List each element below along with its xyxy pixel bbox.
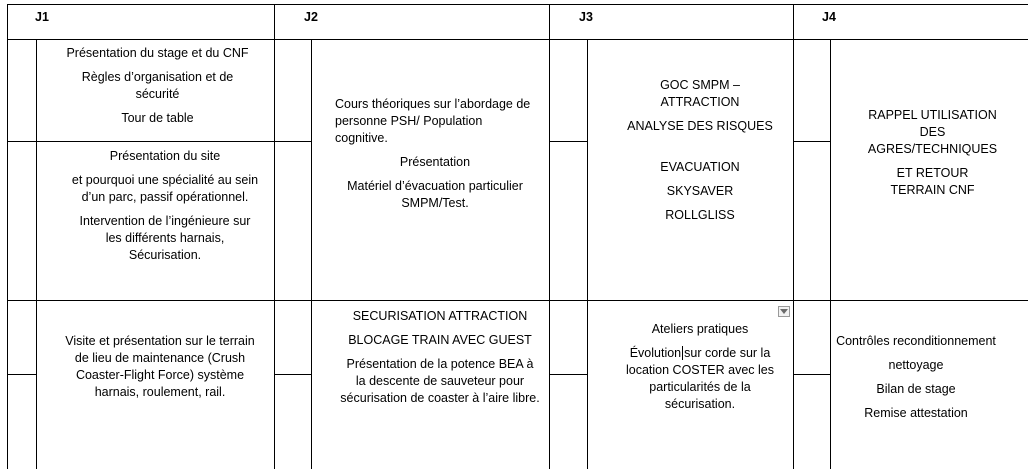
- j1-morning-block: Présentation du stage et du CNF Règles d…: [60, 45, 255, 127]
- cell-dropdown-button[interactable]: [778, 306, 790, 317]
- row-divider-j3-b: [549, 300, 793, 301]
- day-header-j4: J4: [822, 10, 836, 24]
- row-divider-j1-a: [7, 141, 274, 142]
- schedule-item: Bilan de stage: [876, 382, 956, 396]
- schedule-item: et pourquoi une spécialité au sein d’un …: [71, 173, 259, 204]
- schedule-item: GOC SMPM – ATTRACTION: [660, 78, 740, 109]
- row-divider-j2-b: [274, 300, 549, 301]
- schedule-item: Présentation: [399, 155, 471, 169]
- schedule-item: ANALYSE DES RISQUES: [627, 119, 773, 133]
- j1-midday-block: Présentation du site et pourquoi une spé…: [60, 148, 270, 264]
- table-left-border: [7, 4, 8, 469]
- schedule-item: Règles d’organisation et de sécurité: [81, 70, 234, 101]
- slot-col-j4: [830, 39, 831, 469]
- row-divider-j2-a: [274, 141, 311, 142]
- row-divider-j2-c: [274, 374, 311, 375]
- schedule-item: Contrôles reconditionnement: [836, 334, 996, 348]
- schedule-item: Visite et présentation sur le terrain de…: [65, 334, 255, 399]
- schedule-item: Matériel d’évacuation particulier SMPM/T…: [347, 179, 523, 210]
- chevron-down-icon: [780, 309, 788, 314]
- header-bottom-border: [7, 39, 1028, 40]
- schedule-item: BLOCAGE TRAIN AVEC GUEST: [348, 333, 532, 347]
- schedule-item: nettoyage: [888, 358, 944, 372]
- j4-morning-block: RAPPEL UTILISATION DES AGRES/TECHNIQUES …: [855, 107, 1010, 199]
- day-header-j2: J2: [304, 10, 318, 24]
- schedule-item: Tour de table: [121, 111, 194, 125]
- col-divider-j2: [274, 4, 275, 469]
- schedule-item: Cours théoriques sur l’abordage de perso…: [335, 97, 531, 145]
- j3-morning-block: GOC SMPM – ATTRACTION ANALYSE DES RISQUE…: [605, 77, 795, 224]
- schedule-item: ET RETOUR TERRAIN CNF: [890, 166, 975, 197]
- col-divider-j3: [549, 4, 550, 469]
- j2-afternoon-block: SECURISATION ATTRACTION BLOCAGE TRAIN AV…: [335, 308, 545, 407]
- schedule-item: SECURISATION ATTRACTION: [352, 309, 528, 323]
- row-divider-j4-c: [793, 374, 830, 375]
- row-divider-j4-a: [793, 141, 830, 142]
- day-header-j3: J3: [579, 10, 593, 24]
- day-header-j1: J1: [35, 10, 49, 24]
- schedule-item: Présentation de la potence BEA à la desc…: [340, 357, 540, 405]
- schedule-item: Intervention de l’ingénieure sur les dif…: [79, 214, 251, 262]
- schedule-item-title: Ateliers pratiques: [651, 322, 749, 336]
- schedule-item: RAPPEL UTILISATION DES AGRES/TECHNIQUES: [867, 108, 998, 156]
- schedule-item-text: sur corde sur la location COSTER avec le…: [626, 346, 774, 411]
- schedule-item: ROLLGLISS: [665, 208, 735, 222]
- slot-col-j3: [587, 39, 588, 469]
- table-top-border: [7, 4, 1028, 5]
- row-divider-j4-b: [793, 300, 1028, 301]
- slot-col-j1: [36, 39, 37, 469]
- row-divider-j3-c: [549, 374, 587, 375]
- j4-afternoon-block: Contrôles reconditionnement nettoyage Bi…: [826, 333, 1006, 422]
- row-divider-j1-b: [7, 300, 274, 301]
- schedule-item-text: Évolution: [629, 346, 682, 360]
- schedule-item: Remise attestation: [864, 406, 968, 420]
- row-divider-j1-c: [7, 374, 36, 375]
- j2-morning-block: Cours théoriques sur l’abordage de perso…: [335, 96, 535, 212]
- schedule-item: EVACUATION: [660, 160, 740, 174]
- schedule-item: SKYSAVER: [666, 184, 734, 198]
- slot-col-j2: [311, 39, 312, 469]
- text-cursor: [682, 346, 684, 360]
- schedule-item: Présentation du stage et du CNF: [66, 46, 249, 60]
- schedule-item: Présentation du site: [109, 149, 221, 163]
- col-divider-j4: [793, 4, 794, 469]
- j1-afternoon-block: Visite et présentation sur le terrain de…: [60, 333, 260, 401]
- row-divider-j3-a: [549, 141, 587, 142]
